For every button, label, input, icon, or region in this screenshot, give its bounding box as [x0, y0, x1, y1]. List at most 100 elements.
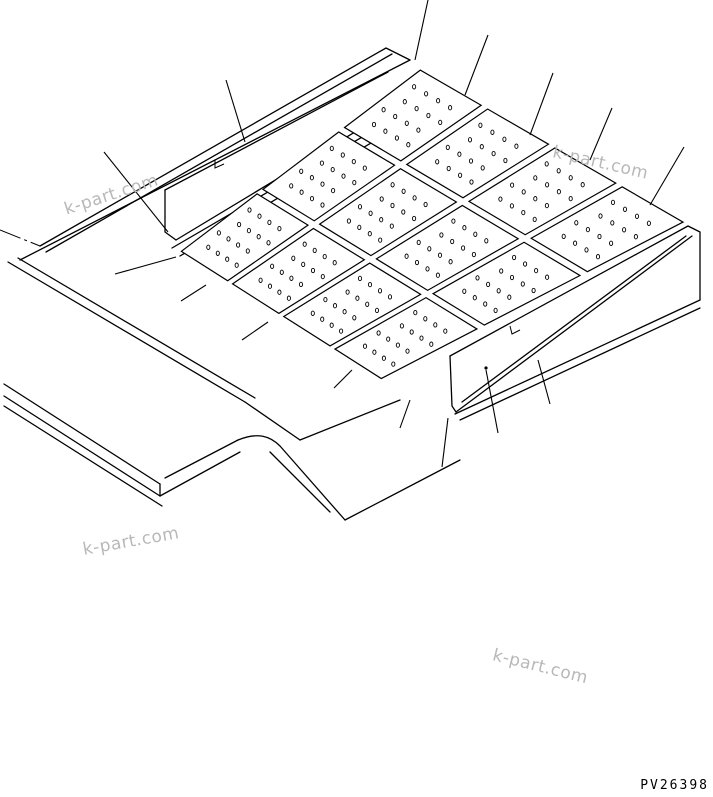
plate-hole	[520, 281, 525, 287]
plate-hole	[320, 202, 325, 208]
perforated-floor-plate	[529, 186, 685, 273]
plate-hole	[323, 296, 328, 303]
plate-hole	[332, 260, 337, 266]
plate-hole	[416, 239, 421, 246]
plate-hole	[609, 240, 614, 246]
plate-hole	[486, 281, 491, 288]
plate-hole	[310, 267, 316, 274]
plate-hole	[584, 247, 589, 253]
plate-hole	[429, 341, 434, 347]
plate-hole	[610, 199, 616, 206]
plate-hole	[556, 168, 561, 174]
plate-hole	[544, 202, 549, 209]
plate-hole	[246, 227, 251, 234]
plate-hole	[368, 210, 373, 216]
plate-hole	[610, 220, 615, 226]
plate-hole	[580, 182, 585, 188]
plate-hole	[289, 183, 294, 189]
plate-hole	[423, 316, 428, 322]
plate-hole	[299, 189, 304, 195]
plate-hole	[301, 261, 306, 268]
plate-hole	[381, 107, 386, 113]
plate-hole	[478, 122, 483, 128]
plate-hole	[206, 244, 211, 250]
plate-hole	[226, 236, 231, 242]
plate-hole	[433, 322, 438, 328]
plate-hole	[257, 213, 262, 219]
plate-hole	[484, 238, 489, 244]
plate-hole	[367, 281, 373, 288]
plate-hole	[510, 182, 515, 188]
plate-hole	[291, 255, 296, 261]
plate-hole	[377, 288, 383, 294]
plate-hole	[332, 303, 338, 309]
plate-hole	[437, 252, 443, 258]
plate-hole	[389, 223, 394, 229]
perforated-floor-plate	[261, 131, 396, 222]
plate-hole	[521, 209, 526, 216]
plate-hole	[215, 250, 220, 256]
plate-hole	[425, 266, 430, 272]
plate-hole	[531, 287, 536, 294]
perforated-floor-plate	[333, 296, 479, 380]
plate-hole	[266, 240, 271, 246]
plate-hole	[289, 275, 294, 281]
plate-hole	[469, 179, 474, 185]
plate-hole	[381, 355, 386, 361]
plate-hole	[443, 328, 448, 334]
plate-hole	[401, 209, 406, 215]
plate-hole	[491, 150, 496, 157]
perforated-floor-plate	[467, 147, 617, 236]
plate-hole	[490, 129, 495, 135]
plate-hole	[390, 202, 395, 209]
plate-hole	[302, 241, 307, 247]
plate-hole	[362, 343, 368, 349]
plate-hole	[340, 152, 345, 158]
plate-hole	[362, 165, 367, 171]
plate-hole	[545, 182, 550, 188]
plate-hole	[523, 261, 528, 267]
plate-hole	[310, 310, 315, 316]
plate-hole	[493, 307, 498, 314]
plate-hole	[352, 315, 357, 321]
plate-hole	[435, 272, 440, 278]
plate-hole	[427, 246, 432, 252]
plate-hole	[329, 145, 334, 152]
plate-hole	[533, 196, 538, 202]
plate-hole	[404, 253, 409, 259]
plate-hole	[448, 259, 453, 265]
plate-hole	[330, 166, 335, 173]
plate-hole	[376, 330, 381, 336]
plate-hole	[357, 224, 362, 231]
plate-hole	[286, 295, 291, 301]
plate-hole	[401, 188, 406, 194]
plate-hole	[331, 187, 336, 194]
plate-hole	[258, 277, 263, 283]
plate-hole	[399, 323, 404, 329]
plate-hole	[267, 219, 272, 226]
perforated-floor-plate	[431, 241, 582, 326]
plate-hole	[309, 175, 314, 181]
plate-hole	[412, 195, 417, 201]
plate-hole	[247, 207, 252, 213]
drawing-code: PV26398	[640, 778, 709, 793]
plate-hole	[622, 206, 628, 212]
perforated-floor-plate	[180, 193, 310, 282]
plate-hole	[646, 220, 651, 226]
plate-hole	[412, 215, 417, 222]
plate-hole	[502, 136, 507, 142]
plate-hole	[367, 231, 372, 237]
plate-hole	[414, 105, 419, 112]
plate-hole	[461, 245, 466, 251]
plate-hole	[467, 137, 473, 143]
perforated-floor-plate	[231, 227, 366, 315]
plate-hole	[383, 128, 388, 134]
leader-lines	[103, 0, 685, 468]
plate-hole	[521, 189, 526, 195]
plate-hole	[365, 301, 370, 307]
plate-hole	[374, 307, 380, 314]
floor-deck-outline	[0, 229, 701, 521]
plate-hole	[423, 201, 428, 208]
plate-hole	[322, 253, 327, 260]
plate-hole	[379, 196, 384, 202]
